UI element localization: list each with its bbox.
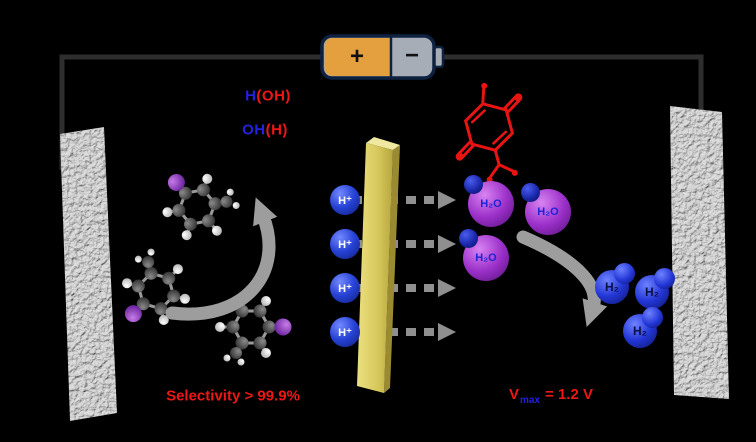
water-molecule: H₂O xyxy=(464,175,514,227)
anode-label-line2-red: (H) xyxy=(265,121,288,139)
proton-ion-label: H⁺ xyxy=(338,282,352,295)
voltage-caption-v: V xyxy=(509,386,520,403)
proton-exchange-membrane xyxy=(357,137,400,393)
battery-plus-label: + xyxy=(349,43,365,70)
voltage-caption-sub: max xyxy=(520,395,541,406)
water-molecule-label: H₂O xyxy=(475,252,497,264)
voltage-caption-value: = 1.2 V xyxy=(545,386,593,403)
proton-arrow-heads xyxy=(438,191,456,341)
hydrogen-molecule: H₂ xyxy=(595,263,635,304)
left-curved-arrow xyxy=(165,197,278,321)
hydrogen-molecule-label: H₂ xyxy=(645,285,659,299)
hydrogen-molecule: H₂ xyxy=(635,268,675,309)
hydrogen-molecule-label: H₂ xyxy=(605,280,619,294)
proton-ion: H⁺ xyxy=(330,185,360,215)
water-molecule-label: H₂O xyxy=(480,198,502,210)
wire-left xyxy=(59,54,324,170)
right-electrode xyxy=(670,106,729,399)
water-molecule-label: H₂O xyxy=(537,206,559,218)
aryl-molecule-top xyxy=(145,149,252,257)
voltage-caption: Vmax = 1.2 V xyxy=(509,386,593,406)
aryl-molecule-left xyxy=(98,236,205,344)
quinone-structure xyxy=(455,82,523,183)
hydrogen-molecule-label: H₂ xyxy=(633,324,647,338)
water-molecule: H₂O xyxy=(521,183,571,235)
water-molecule: H₂O xyxy=(459,229,509,281)
battery-minus-label: − xyxy=(404,42,420,69)
anode-label-line1-blue: H xyxy=(245,87,257,105)
proton-ion-label: H⁺ xyxy=(338,194,352,207)
left-electrode xyxy=(60,127,117,421)
battery-icon xyxy=(320,34,445,80)
anode-label-line1: H(OH) xyxy=(245,88,291,105)
proton-ion-label: H⁺ xyxy=(338,238,352,251)
proton-ion: H⁺ xyxy=(330,317,360,347)
anode-label-line2-blue: OH xyxy=(242,121,266,139)
selectivity-caption: Selectivity > 99.9% xyxy=(166,387,300,405)
proton-ion-label: H⁺ xyxy=(338,326,352,339)
wire-right xyxy=(441,54,704,140)
hydrogen-molecule: H₂ xyxy=(623,307,663,348)
proton-ion: H⁺ xyxy=(330,273,360,303)
proton-ion: H⁺ xyxy=(330,229,360,259)
right-curved-arrow xyxy=(516,230,608,327)
anode-label-line1-red: (OH) xyxy=(256,87,291,105)
anode-label-line2: OH(H) xyxy=(242,122,288,139)
